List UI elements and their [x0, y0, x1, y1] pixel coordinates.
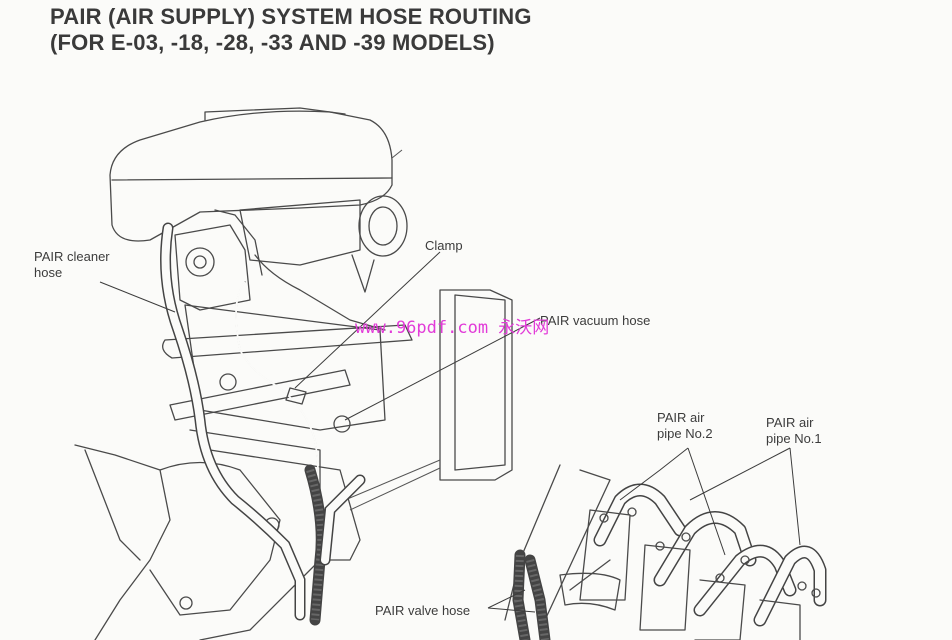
label-pair-air-pipe-1-line2: pipe No.1: [766, 431, 822, 446]
label-pair-vacuum-hose: PAIR vacuum hose: [540, 313, 651, 328]
pair-cleaner-hose: [160, 222, 306, 621]
label-pair-air-pipe-2-line1: PAIR air: [657, 410, 705, 425]
label-pair-cleaner-hose-line1: PAIR cleaner: [34, 249, 110, 264]
pair-pipe-assembly: [504, 464, 827, 640]
air-cleaner-box: [109, 107, 403, 242]
page-title: PAIR (AIR SUPPLY) SYSTEM HOSE ROUTING: [50, 4, 532, 29]
clamp: [285, 387, 307, 405]
carburetor-area: [174, 209, 386, 610]
label-pair-cleaner-hose-line2: hose: [34, 265, 63, 280]
label-pair-valve-hose: PAIR valve hose: [375, 603, 471, 618]
throttle-body: [239, 195, 408, 293]
watermark-text: www.96pdf.com 永沃网: [355, 318, 550, 338]
pair-vacuum-hose: [235, 281, 320, 601]
cross-straps: [162, 324, 413, 421]
label-pair-air-pipe-2-line2: pipe No.2: [657, 426, 713, 441]
lower-hatched-hose: [304, 464, 366, 626]
leader-lines: [99, 251, 801, 613]
engine-frame: [74, 304, 386, 640]
label-clamp: Clamp: [425, 238, 463, 253]
page-subtitle: (FOR E-03, -18, -28, -33 AND -39 MODELS): [50, 30, 495, 55]
radiator: [344, 289, 513, 511]
label-pair-air-pipe-1-line1: PAIR air: [766, 415, 814, 430]
